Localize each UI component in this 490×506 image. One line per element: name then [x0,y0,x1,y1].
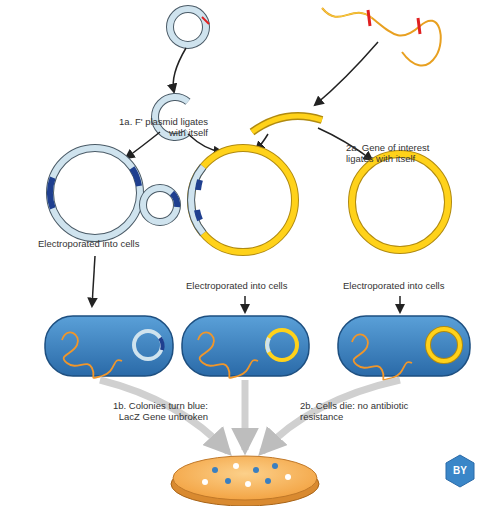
blue-colony [265,478,271,484]
plasmid-ring [191,148,295,252]
plasmid-ring [352,154,448,250]
cut-site [418,18,420,34]
bacterial-cell [182,316,309,378]
fragment-outline [252,116,322,132]
plasmid-outline [191,167,203,234]
flow-arrow [126,132,160,158]
process-note: Electroporated into cells [343,280,468,291]
plasmid-segment [50,178,53,209]
flow-arrow [315,42,378,105]
plasmid-ring [50,148,140,238]
flow-arrow [173,48,186,92]
gene-fragment [252,116,322,132]
watermark: BY [446,465,474,476]
petri-dish [171,456,319,506]
plasmid-segment [191,167,203,234]
chromosome [352,334,412,380]
gene-circle [352,154,448,250]
blue-colony [225,478,231,484]
blue-colony [212,467,218,473]
dna-strand [322,8,441,66]
plasmid-outline [352,154,448,250]
cell-plasmid [267,330,297,360]
plasmid-outline [143,188,177,222]
bacterial-cell [338,316,470,380]
plasmid-segment [160,338,163,350]
cell-plasmid [428,329,460,361]
religated-plasmid [50,148,177,238]
gene-strand [322,8,441,66]
plasmid-outline [50,148,140,238]
flow-arrow [244,296,246,312]
flow-arrow [92,256,95,306]
plasmid-ring [170,9,206,45]
fragment-body [252,116,322,132]
cell-plasmid [134,331,162,359]
blue-colony [272,463,278,469]
plasmid-outline [170,9,206,45]
dish-agar [173,456,317,500]
merge-arrow [242,380,249,450]
dna-strand [322,8,372,18]
white-colony [245,481,251,487]
plasmid-segment [198,180,200,190]
logo-badge [446,455,474,487]
white-colony [285,474,291,480]
cell-body [45,316,173,376]
cell-body [182,316,309,376]
white-colony [233,463,239,469]
process-note: Electroporated into cells [186,280,311,291]
plasmid-outline [191,148,295,252]
plasmid-ring [143,188,177,222]
recombinant-plasmid [191,148,295,252]
chromosome [62,332,122,378]
flow-arrow [399,296,401,312]
step-label: 1a. F' plasmid ligates with itself [108,116,208,138]
cell-plasmid [428,329,460,361]
outcome-label: 1b. Colonies turn blue: LacZ Gene unbrok… [92,400,208,422]
bacterial-cell [45,316,173,378]
process-note: Electroporated into cells [38,238,163,249]
blue-colony [253,467,259,473]
plasmid-segment [267,338,269,352]
outcome-label: 2b. Cells die: no antibiotic resistance [300,400,422,422]
cut-site [202,17,209,24]
white-colony [202,479,208,485]
cut-site [368,10,370,26]
plasmid-intact [170,9,209,45]
plasmid-segment [172,193,177,207]
plasmid-segment [197,210,200,220]
chromosome [198,332,258,378]
plasmid-segment [132,168,139,186]
step-label: 2a. Gene of interest ligates with itself [346,142,458,164]
